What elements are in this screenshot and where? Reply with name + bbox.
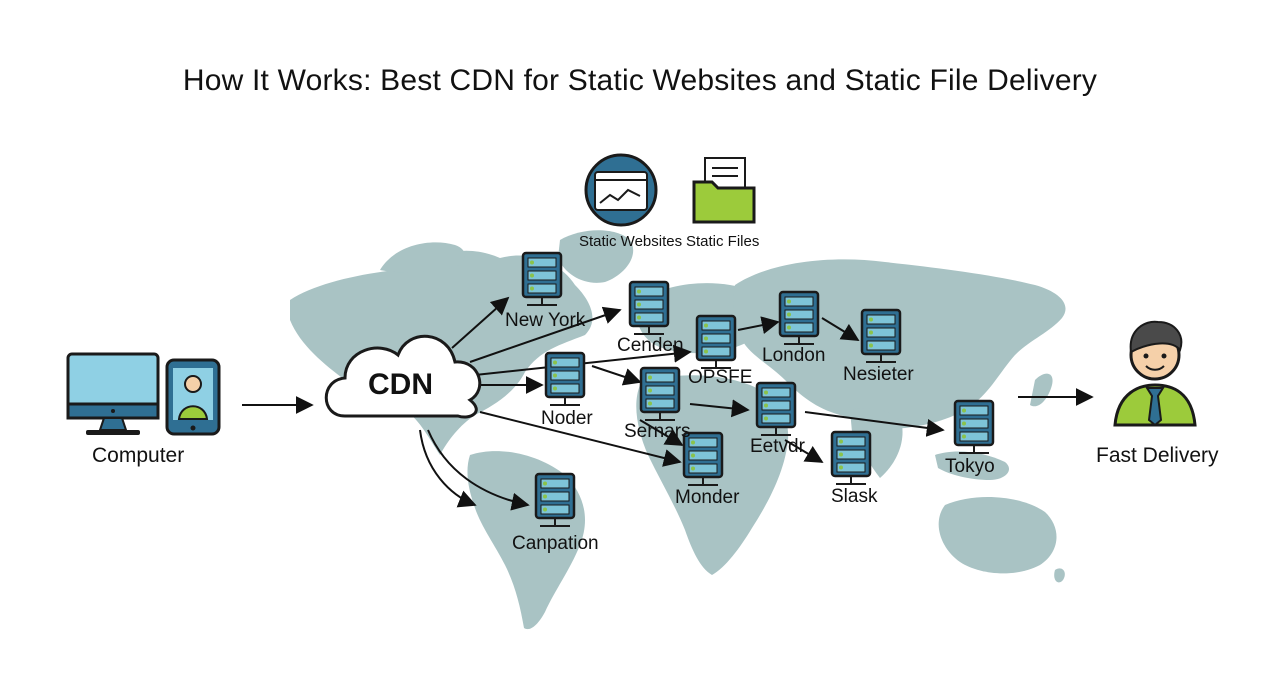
server-icon-new-york <box>521 251 563 306</box>
server-label-nesieter: Nesieter <box>843 364 914 385</box>
server-icon-sernars <box>639 366 681 421</box>
arrow-sernars-eetvdr <box>689 399 750 418</box>
server-label-opsfe: OPSFE <box>688 367 753 388</box>
server-label-slask: Slask <box>831 486 878 507</box>
server-icon-opsfe <box>695 314 737 369</box>
server-label-noder: Noder <box>541 408 593 429</box>
server-icon-tokyo <box>953 399 995 454</box>
server-label-tokyo: Tokyo <box>945 456 995 477</box>
user-avatar-icon <box>1113 320 1197 427</box>
fast-delivery-label: Fast Delivery <box>1096 444 1219 467</box>
server-label-canpation: Canpation <box>512 533 599 554</box>
static-files-label: Static Files <box>686 233 760 250</box>
server-icon-monder <box>682 431 724 486</box>
arrow-london-nesieter <box>821 317 860 341</box>
arrow-cdn-south <box>419 429 477 508</box>
server-icon-london <box>778 290 820 345</box>
server-icon-eetvdr <box>755 381 797 436</box>
server-icon-canpation <box>534 472 576 527</box>
arrow-cdn-monder <box>479 411 682 467</box>
server-label-monder: Monder <box>675 487 740 508</box>
static-websites-label: Static Websites <box>579 233 683 250</box>
server-label-london: London <box>762 345 826 366</box>
edge-servers <box>521 251 995 527</box>
arrow-cdn-new-york <box>451 296 510 349</box>
static-files-icon <box>692 157 756 224</box>
arrow-noder-sernars <box>591 365 642 386</box>
server-label-new-york: New York <box>505 310 586 331</box>
static-websites-icon <box>584 153 658 227</box>
server-label-eetvdr: Eetvdr <box>750 436 805 457</box>
arrow-opsfe-london <box>737 316 780 335</box>
server-label-cenden: Cenden <box>617 335 684 356</box>
page-title: How It Works: Best CDN for Static Websit… <box>182 64 1098 97</box>
cdn-label: CDN <box>368 368 433 401</box>
mobile-user-icon <box>165 358 221 436</box>
server-label-sernars: Sernars <box>624 421 691 442</box>
arrow-eetvdr-slask <box>784 439 824 463</box>
arrow-sernars-monder <box>639 419 684 446</box>
connection-arrows <box>242 296 1094 511</box>
arrow-eetvdr-tokyo <box>804 411 945 437</box>
server-icon-slask <box>830 430 872 485</box>
computer-label: Computer <box>92 444 185 467</box>
computer-icon <box>66 352 160 435</box>
server-icon-noder <box>544 351 586 406</box>
arrow-cdn-canpation <box>427 429 530 511</box>
arrow-cdn-cenden <box>469 306 622 363</box>
server-icon-nesieter <box>860 308 902 363</box>
server-icon-cenden <box>628 280 670 335</box>
cdn-cloud-icon <box>324 334 482 419</box>
